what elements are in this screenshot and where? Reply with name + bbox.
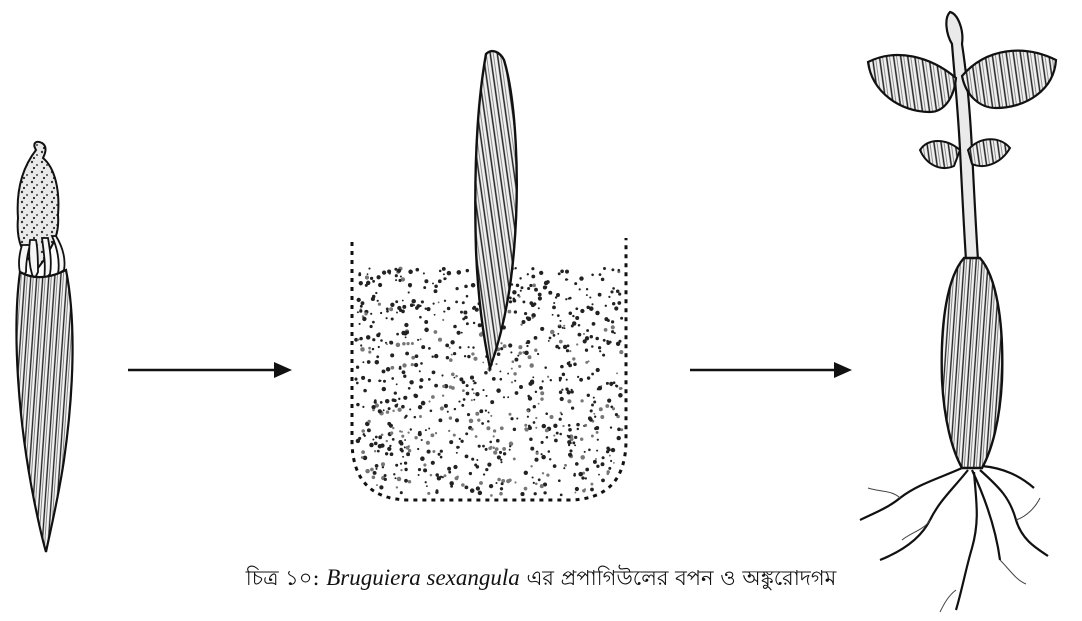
arrow-right-icon <box>690 362 852 378</box>
seedling-icon <box>860 12 1056 612</box>
propagule-icon <box>16 142 72 552</box>
caption-prefix: চিত্র ১০: <box>246 566 326 590</box>
arrow-right-icon <box>128 362 292 378</box>
caption-suffix: এর প্রপাগিউলের বপন ও অঙ্কুরোদগম <box>520 566 836 590</box>
caption-species: Bruguiera sexangula <box>326 565 520 590</box>
planted-propagule-in-soil-icon <box>352 51 626 500</box>
figure-caption: চিত্র ১০: Bruguiera sexangula এর প্রপাগি… <box>0 562 1082 597</box>
